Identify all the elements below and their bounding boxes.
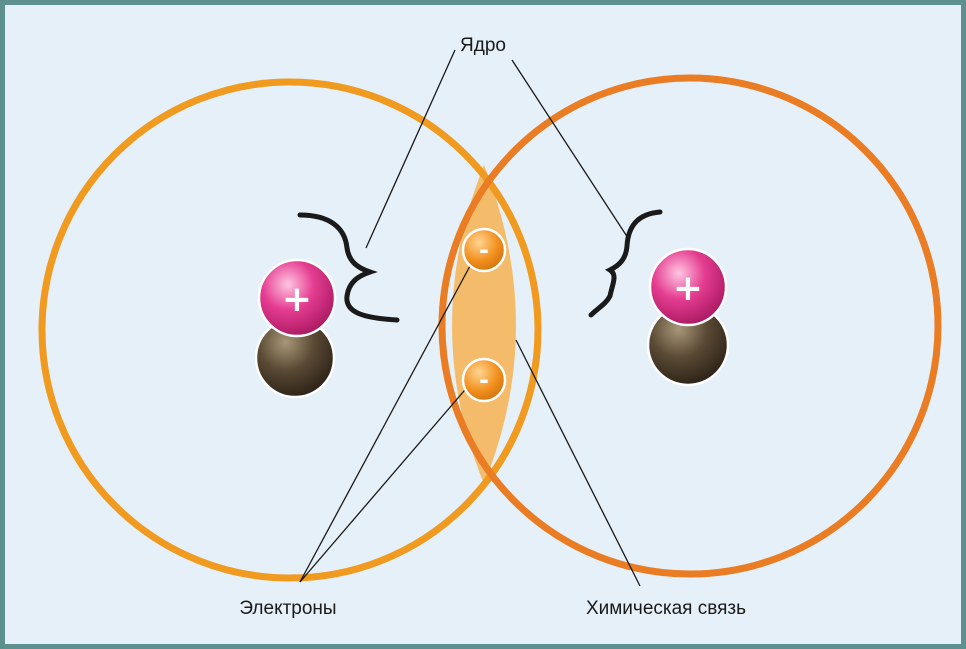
nucleus-leader-right: [511, 59, 629, 239]
shared-electron-bottom: [461, 357, 507, 403]
left-proton: [257, 258, 337, 338]
left-nucleus-brace: [297, 212, 400, 323]
right-proton: [648, 247, 728, 327]
shared-electron-bottom-sign: -: [479, 366, 489, 394]
shared-electron-top: [461, 227, 507, 273]
chemical-bond-label: Химическая связь: [586, 598, 746, 619]
left-atom-orbit: [38, 78, 542, 582]
electron-leader-bottom: [299, 383, 471, 583]
right-proton-sign: +: [673, 268, 703, 309]
right-atom-orbit: [438, 74, 942, 578]
electron-leader-top: [299, 265, 471, 583]
bond-leader: [515, 339, 641, 587]
nucleus-label: Ядро: [460, 35, 506, 56]
electrons-label: Электроны: [239, 598, 336, 619]
nucleus-leader-left: [365, 49, 456, 249]
left-proton-sign: +: [282, 279, 312, 320]
shared-electron-top-sign: -: [479, 236, 489, 264]
right-nucleus-brace: [588, 209, 663, 318]
